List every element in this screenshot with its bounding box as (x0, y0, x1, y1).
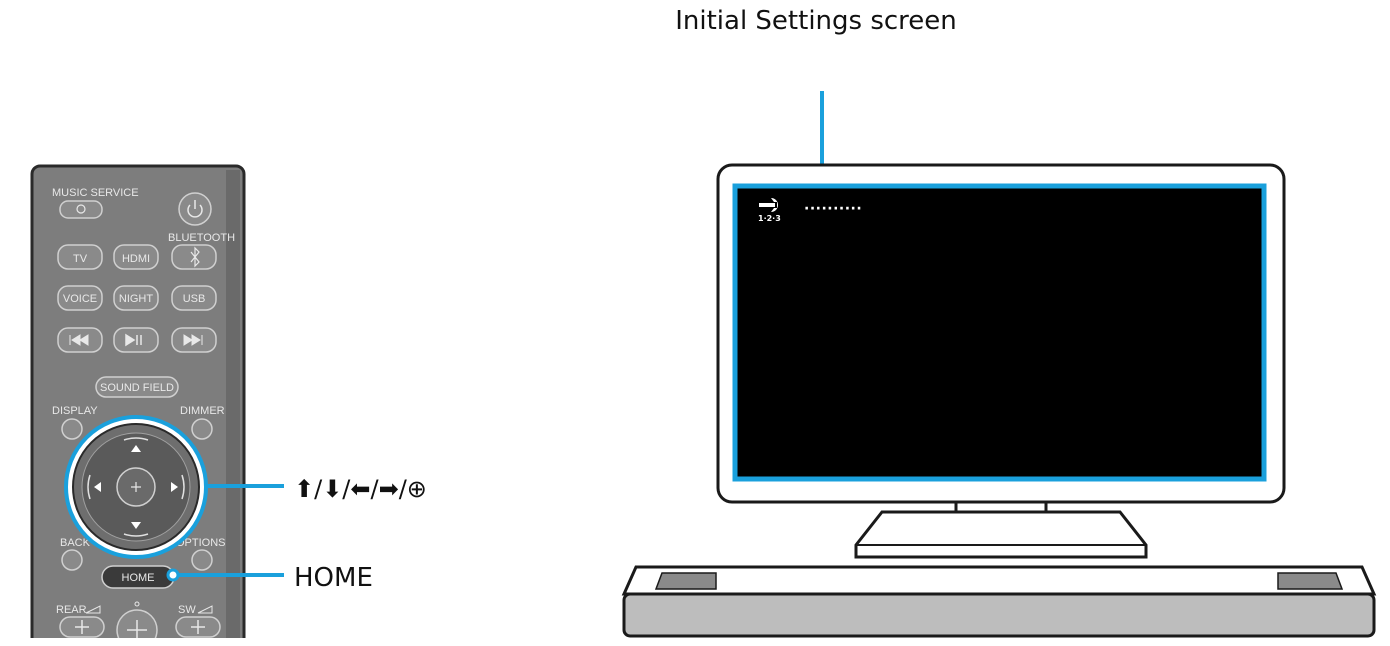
rear-plus-icon (75, 620, 89, 634)
back-button[interactable] (61, 549, 83, 571)
tv-screen (732, 183, 1267, 482)
nav-up-icon[interactable] (131, 445, 141, 452)
home-button-label: HOME (122, 572, 155, 584)
voice-button-label: VOICE (63, 293, 97, 305)
options-button[interactable] (191, 549, 213, 571)
sound-bar-right-speaker (1277, 572, 1344, 590)
nav-left-arc (87, 474, 91, 500)
voice-button[interactable] (57, 285, 103, 311)
sound-bar-top (621, 565, 1377, 596)
play-pause-button[interactable] (113, 327, 159, 353)
sound-bar-front (622, 592, 1376, 638)
sw-plus-icon (191, 620, 205, 634)
volume-dot (134, 601, 140, 607)
nav-right-arc (181, 474, 185, 500)
volume-plus-icon (127, 620, 147, 640)
sound-bar (621, 565, 1377, 638)
music-service-label: MUSIC SERVICE (52, 187, 139, 199)
play-pause-icon (125, 333, 142, 347)
enter-icon (131, 482, 141, 492)
display-button[interactable] (61, 418, 83, 440)
sw-label: SW (178, 604, 196, 616)
nav-right-icon[interactable] (171, 482, 178, 492)
nav-left-icon[interactable] (94, 482, 101, 492)
display-label: DISPLAY (52, 405, 98, 417)
home-callout-label: HOME (294, 563, 373, 593)
nav-callout-label: ⬆/⬇/⬅/➡/⊕ (294, 475, 427, 503)
usb-button-label: USB (183, 293, 206, 305)
night-button-label: NIGHT (119, 293, 154, 305)
setup-caption: 1·2·3 (758, 214, 781, 223)
tv-stand-base (854, 510, 1148, 559)
nav-down-arc (123, 533, 149, 537)
music-service-icon (76, 204, 86, 214)
options-label: OPTIONS (176, 537, 226, 549)
hdmi-button-label: HDMI (122, 253, 150, 265)
dimmer-label: DIMMER (180, 405, 225, 417)
next-icon (183, 334, 203, 346)
bluetooth-button[interactable] (171, 244, 217, 270)
tv-button-label: TV (73, 253, 88, 265)
hdmi-button[interactable] (113, 244, 159, 270)
previous-icon (69, 334, 89, 346)
tv: 1·2·3 ·········· (716, 163, 1286, 559)
sound-field-label: SOUND FIELD (100, 382, 174, 394)
sound-bar-left-speaker (654, 572, 717, 590)
screen-callout-label: Initial Settings screen (675, 6, 957, 36)
night-button[interactable] (113, 285, 159, 311)
remote-crop-mask (0, 638, 260, 646)
rear-level-icon (85, 605, 101, 614)
wrench-icon (759, 198, 778, 212)
music-service-button[interactable] (59, 200, 103, 219)
remote-control: MUSIC SERVICE BLUETOOTH TV HDMI VOICE NI… (30, 164, 246, 646)
dimmer-button[interactable] (191, 418, 213, 440)
bluetooth-label: BLUETOOTH (168, 232, 235, 244)
back-label: BACK (60, 537, 91, 549)
remote-side-strip (226, 170, 240, 646)
tv-button[interactable] (57, 244, 103, 270)
home-callout-dot (166, 568, 180, 582)
power-icon (187, 200, 203, 218)
loading-dots: ·········· (804, 201, 862, 217)
nav-down-icon[interactable] (131, 522, 141, 529)
sw-level-icon (197, 605, 213, 614)
rear-label: REAR (56, 604, 87, 616)
sound-field-button[interactable] (95, 376, 179, 398)
bluetooth-icon (190, 246, 200, 268)
nav-up-arc (123, 437, 149, 441)
usb-button[interactable] (171, 285, 217, 311)
